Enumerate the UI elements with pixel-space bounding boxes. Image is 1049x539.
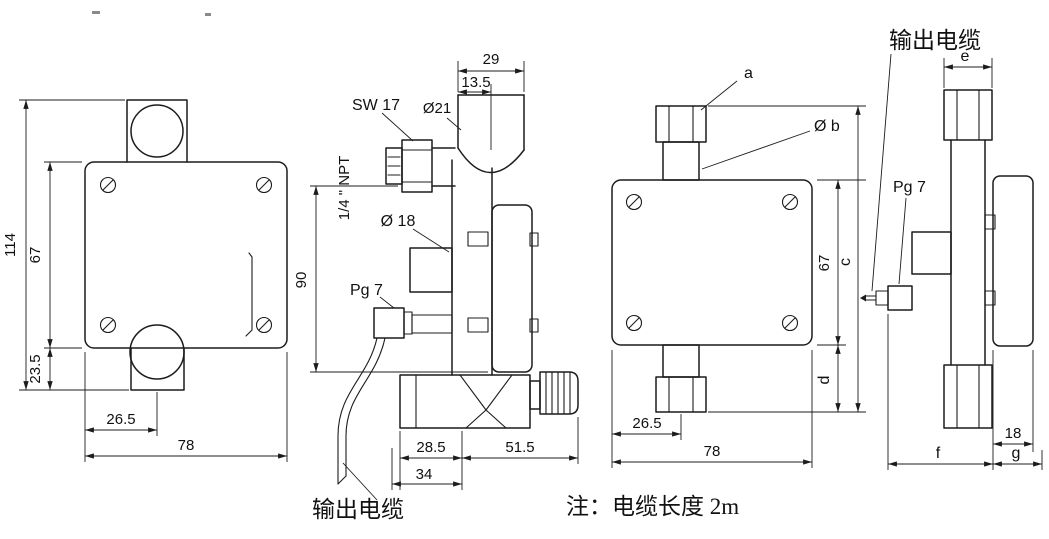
- enclosure-front: [84, 161, 288, 349]
- scan-artifact: [205, 13, 211, 16]
- dim-114: 114: [2, 233, 19, 257]
- dim-26-5-left: 26.5: [106, 411, 135, 428]
- dim-78-left: 78: [178, 437, 195, 454]
- tee-junction: [457, 147, 525, 174]
- enclosure-side-cover-2: [992, 175, 1034, 347]
- dim-26-5-right: 26.5: [632, 415, 661, 432]
- front-view-right: a Ø b 67 c d 26.5 78: [611, 65, 866, 468]
- dimension-lines-view3: [611, 80, 866, 468]
- valve-knob: [539, 371, 579, 415]
- bottom-port-block: [130, 347, 185, 391]
- front-view-left: 114 67 23.5 26.5 78: [2, 99, 288, 462]
- enclosure-front-2: [611, 179, 813, 346]
- enclosure-side-cover: [491, 204, 533, 373]
- dimension-lines-view4: [871, 53, 1043, 470]
- side-view-right: e Pg 7 18 f g 输出电缆: [860, 28, 1043, 470]
- label-sw17: SW 17: [352, 97, 400, 114]
- sensor-block-2: [911, 231, 952, 275]
- output-cable-label-top: 输出电缆: [889, 28, 981, 53]
- dim-78-right: 78: [704, 443, 721, 460]
- label-dia-18: Ø 18: [381, 213, 416, 230]
- dim-67-left: 67: [27, 247, 44, 264]
- dim-letter-f: f: [936, 445, 941, 462]
- dim-letter-b: Ø b: [814, 118, 840, 135]
- top-port-block: [126, 99, 188, 163]
- corner-screws-2: [625, 193, 799, 332]
- dim-18: 18: [1005, 425, 1022, 442]
- bottom-hex-nut: [655, 376, 707, 413]
- top-neck: [662, 141, 700, 181]
- lever-pin: [245, 252, 253, 337]
- dim-34: 34: [416, 466, 433, 483]
- dim-letter-e: e: [961, 48, 970, 65]
- dim-letter-d: d: [816, 376, 833, 385]
- sensor-block: [409, 247, 453, 293]
- dim-28-5: 28.5: [416, 439, 445, 456]
- top-hex-nut-side: [943, 89, 993, 141]
- scan-artifact: [92, 11, 100, 14]
- dimension-lines-view1: [19, 99, 288, 462]
- output-cable-label-bottom: 输出电缆: [312, 497, 404, 522]
- label-pg7-right: Pg 7: [893, 179, 926, 196]
- label-dia-21: Ø21: [423, 100, 451, 117]
- npt-thread-stub: [385, 147, 403, 185]
- dim-29: 29: [483, 51, 500, 68]
- dimension-lines-view2: [310, 61, 579, 501]
- side-view-left: 29 13.5 Ø21 SW 17 1/4 " NPT Ø 18 90 Pg 7…: [293, 51, 579, 522]
- dim-letter-g: g: [1012, 445, 1021, 462]
- corner-screws: [99, 176, 273, 334]
- dim-letter-c: c: [837, 258, 854, 266]
- dim-67-right: 67: [816, 255, 833, 272]
- output-cable: [337, 337, 378, 485]
- dim-90: 90: [293, 272, 310, 289]
- dim-13-5: 13.5: [461, 74, 490, 91]
- cable-stub: [860, 294, 866, 302]
- label-npt: 1/4 " NPT: [336, 156, 353, 221]
- label-pg7-left: Pg 7: [350, 282, 383, 299]
- bottom-hex-nut-side: [943, 364, 993, 429]
- dim-letter-a: a: [744, 65, 753, 82]
- top-port-circle: [130, 104, 184, 158]
- dim-51-5: 51.5: [505, 439, 534, 456]
- dim-23-5: 23.5: [27, 354, 44, 383]
- cable-length-note: 注：电缆长度 2m: [566, 494, 739, 519]
